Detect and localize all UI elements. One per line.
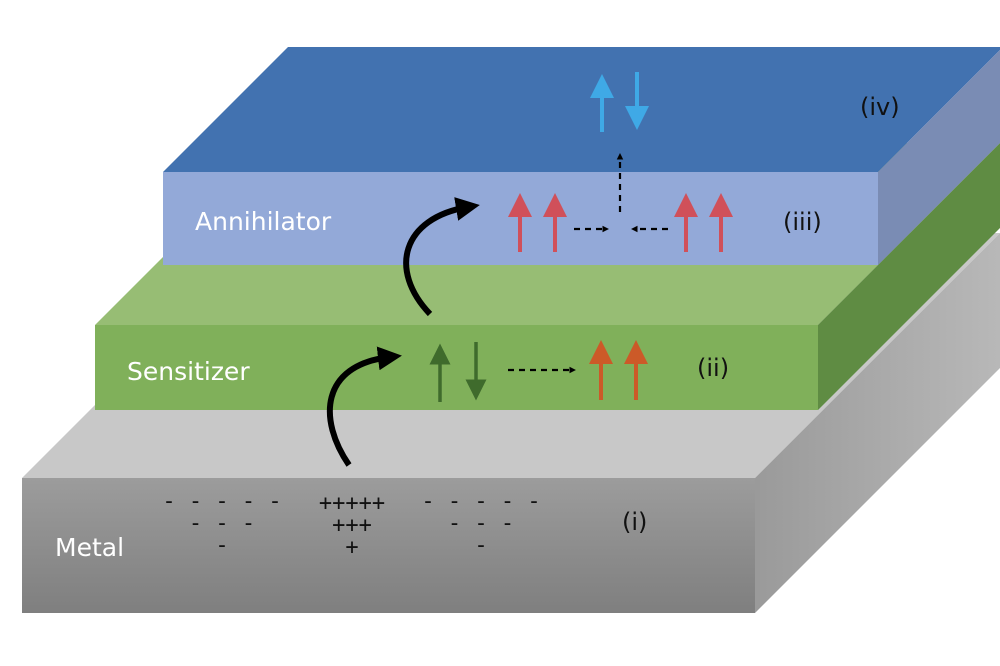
charge-row: - - - - -: [162, 489, 281, 514]
annihilator-layer: [163, 47, 1000, 265]
sensitizer-label: Sensitizer: [127, 357, 250, 386]
stage-iii-label: (iii): [783, 208, 822, 236]
charge-transfer-arrows: [327, 197, 480, 467]
charge-row: +++: [332, 513, 372, 538]
spin-arrows: [429, 72, 733, 402]
charge-row: -: [474, 533, 487, 558]
charge-row: - - -: [448, 511, 514, 536]
stage-ii-label: (ii): [697, 354, 729, 382]
energy-transfer-arrows: [508, 153, 668, 374]
charge-row: +: [345, 535, 358, 560]
plasmon-charges: - - - - - - - - - +++++ +++ + - - - - - …: [162, 489, 540, 560]
annihilator-top-face: [163, 47, 1000, 172]
stage-i-label: (i): [622, 508, 647, 536]
metal-front-face: [22, 478, 755, 613]
metal-side-face: [755, 233, 1000, 613]
curved-arrow: [403, 197, 480, 317]
charge-row: - - - - -: [421, 489, 540, 514]
charge-row: -: [215, 533, 228, 558]
charge-row: +++++: [319, 491, 385, 516]
curved-arrow: [327, 346, 402, 467]
sensitizer-side-face: [818, 143, 1000, 410]
annihilator-side-face: [878, 50, 1000, 265]
charge-row: - - -: [189, 511, 255, 536]
stage-iv-label: (iv): [860, 93, 900, 121]
annihilator-label: Annihilator: [195, 207, 332, 236]
metal-label: Metal: [55, 533, 124, 562]
sensitizer-front-face: [95, 325, 818, 410]
